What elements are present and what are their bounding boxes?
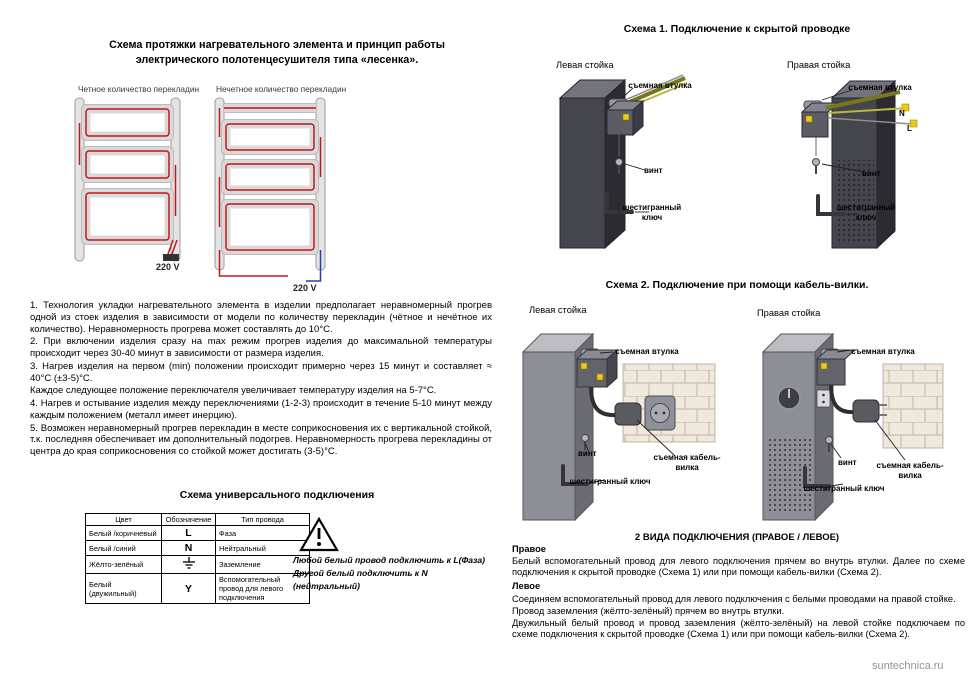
wire-color-table: Цвет Обозначение Тип провода Белый /кори… [85,513,310,604]
scheme2-left-post-label: Левая стойка [529,305,587,315]
ladder-even-diagram [70,96,200,276]
note-3: 3. Нагрев изделия на первом (min) положе… [30,360,492,384]
table-row: Белый /коричневый L Фаза [85,525,310,541]
scheme2-left-plug-label: съемная кабель-вилка [653,453,721,472]
scheme1-title: Схема 1. Подключение к скрытой проводке [623,23,851,35]
scheme2-right-plug-label: съемная кабель-вилка [876,461,944,480]
scheme1-right-post-diagram [772,68,965,258]
scheme1-right-bushing-label: съемная втулка [848,83,912,92]
scheme1-right-l-label: L [907,124,912,133]
warning-text: Любой белый провод подключить к L(Фаза) … [293,554,493,593]
scheme1-left-hexkey-label: шестигранный ключ [622,203,682,222]
cell-designation: L [161,525,216,541]
note-2: 2. При включении изделия сразу на max ре… [30,336,492,360]
table-row: Белый (двужильный) Y Вспомогательный про… [85,573,310,604]
scheme2-title: Схема 2. Подключение при помощи кабель-в… [605,279,869,291]
scheme2-right-post-diagram [733,318,945,533]
scheme2-right-bushing-label: съемная втулка [851,347,915,356]
col-header-color: Цвет [85,513,162,526]
col-header-wire-type: Тип провода [215,513,310,526]
voltage-label-odd: 220 V [293,283,317,293]
note-3b: Каждое следующее положение переключателя… [30,385,437,397]
cell-wire-type: Вспомогательный провод для левого подклю… [215,573,310,604]
scheme1-left-post-diagram [545,68,720,258]
scheme2-left-bushing-label: съемная втулка [615,347,679,356]
warning-line-1: Любой белый провод подключить к L(Фаза) [293,555,486,565]
cell-designation: Y [161,573,216,604]
scheme1-right-hexkey-label: шестигранный ключ [836,203,896,222]
right-connection-heading: Правое [512,544,546,554]
scheme2-left-screw-label: винт [578,449,597,458]
watermark: suntechnica.ru [872,660,944,672]
connection-types-text: Правое Белый вспомогательный провод для … [512,544,965,641]
cell-color: Белый (двужильный) [85,573,162,604]
note-1: 1. Технология укладки нагревательного эл… [30,300,492,335]
connection-types-title: 2 ВИДА ПОДКЛЮЧЕНИЯ (ПРАВОЕ / ЛЕВОЕ) [634,532,840,543]
scheme2-right-hexkey-label: шестигранный ключ [803,484,885,493]
left-connection-p3: Двужильный белый провод и провод заземле… [512,617,965,640]
scheme2-left-post-diagram [505,318,720,533]
table-row: Жёлто-зелёный Заземление [85,555,310,574]
cell-wire-type: Фаза [215,525,310,541]
scheme1-right-post-label: Правая стойка [787,60,851,70]
left-connection-heading: Левое [512,581,541,592]
cell-designation: N [161,540,216,556]
scheme1-left-screw-label: винт [644,166,663,175]
table-row: Белый /синий N Нейтральный [85,540,310,556]
ladder-odd-label: Нечетное количество перекладин [216,84,347,94]
scheme1-left-post-label: Левая стойка [556,60,614,70]
cell-color: Жёлто-зелёный [85,555,162,574]
scheme1-right-screw-label: винт [862,169,881,178]
scheme1-right-n-label: N [899,109,905,118]
left-connection-p1: Соединяем вспомогательный провод для лев… [512,593,956,604]
warning-icon [299,516,339,558]
ladder-even-label: Четное количество перекладин [78,84,200,94]
cell-color: Белый /синий [85,540,162,556]
voltage-label-even: 220 V [156,262,180,272]
table-header-row: Цвет Обозначение Тип провода [85,513,310,526]
left-connection-p2: Провод заземления (жёлто-зелёный) прячем… [512,605,785,616]
cell-color: Белый /коричневый [85,525,162,541]
cell-designation [161,555,216,574]
warning-line-2: Другой белый подключить к N (нейтральный… [293,567,428,591]
universal-connection-title: Схема универсального подключения [179,489,375,501]
right-connection-text: Белый вспомогательный провод для левого … [512,556,965,578]
col-header-designation: Обозначение [161,513,216,526]
page-title: Схема протяжки нагревательного элемента … [109,39,445,66]
note-4: 4. Нагрев и остывание изделия между пере… [30,398,492,421]
ladder-odd-diagram [210,96,345,293]
scheme2-right-post-label: Правая стойка [757,308,821,318]
notes-block: 1. Технология укладки нагревательного эл… [30,300,492,459]
scheme2-left-hexkey-label: шестигранный ключ [569,477,651,486]
ground-icon [182,557,196,572]
scheme2-right-screw-label: винт [838,458,857,467]
scheme1-left-bushing-label: съемная втулка [628,81,692,90]
note-5: 5. Возможен неравномерный прогрев перекл… [30,422,492,458]
